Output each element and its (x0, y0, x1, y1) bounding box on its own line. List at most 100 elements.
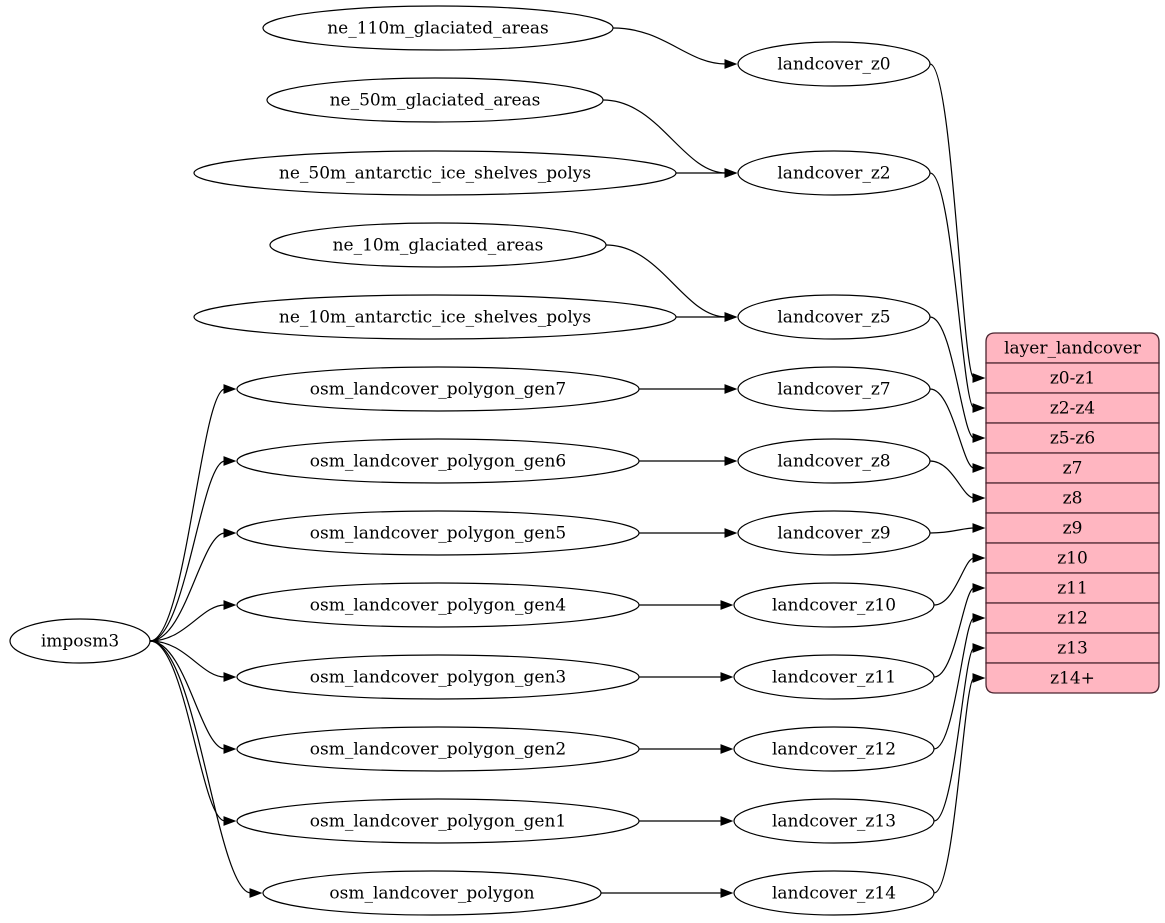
node-osm_landcover_polygon_gen3[interactable]: osm_landcover_polygon_gen3 (236, 654, 640, 700)
edge-arrowhead (724, 59, 738, 69)
edge-arrowhead (720, 600, 734, 610)
edge-path (149, 640, 226, 678)
node-ne_110m_glaciated_areas[interactable]: ne_110m_glaciated_areas (262, 5, 614, 51)
table-row-label: z7 (1063, 459, 1083, 479)
node-landcover_z9-shape (737, 510, 931, 556)
edge-landcover_z12-to-layer_landcover.z12 (933, 613, 986, 750)
edge-arrowhead (972, 553, 986, 563)
node-landcover_z13[interactable]: landcover_z13 (733, 798, 935, 844)
node-ne_50m_glaciated_areas-label: ne_50m_glaciated_areas (330, 91, 541, 111)
node-osm_landcover_polygon_gen4[interactable]: osm_landcover_polygon_gen4 (236, 582, 640, 628)
edge-landcover_z7-to-layer_landcover.z7 (929, 388, 986, 473)
edge-arrowhead (724, 456, 738, 466)
edge-path (929, 527, 975, 534)
node-osm_landcover_polygon_gen6-shape (236, 438, 640, 484)
node-landcover_z0-shape (737, 41, 931, 87)
node-osm_landcover_polygon[interactable]: osm_landcover_polygon (262, 870, 602, 916)
node-landcover_z0[interactable]: landcover_z0 (737, 41, 931, 87)
edge-arrowhead (223, 528, 237, 538)
node-landcover_z7-label: landcover_z7 (777, 380, 890, 400)
node-osm_landcover_polygon_gen6-label: osm_landcover_polygon_gen6 (310, 452, 566, 472)
edge-path (149, 640, 252, 894)
table-row-label: z13 (1057, 639, 1088, 659)
node-ne_50m_glaciated_areas-shape (266, 77, 604, 123)
edge-landcover_z10-to-layer_landcover.z10 (933, 553, 986, 606)
node-landcover_z5[interactable]: landcover_z5 (737, 294, 931, 340)
node-landcover_z9[interactable]: landcover_z9 (737, 510, 931, 556)
node-landcover_z10-label: landcover_z10 (772, 596, 896, 616)
edge-osm_landcover_polygon_gen3-to-landcover_z11 (639, 672, 734, 682)
node-landcover_z8-shape (737, 438, 931, 484)
node-landcover_z12[interactable]: landcover_z12 (733, 726, 935, 772)
node-osm_landcover_polygon_gen7[interactable]: osm_landcover_polygon_gen7 (236, 366, 640, 412)
edge-path (933, 647, 975, 822)
edge-path (149, 460, 226, 642)
node-ne_50m_antarctic_ice_shelves_polys-label: ne_50m_antarctic_ice_shelves_polys (279, 164, 591, 184)
node-osm_landcover_polygon_gen7-label: osm_landcover_polygon_gen7 (310, 380, 566, 400)
node-imposm3[interactable]: imposm3 (9, 618, 151, 664)
table-row-cell-z14+[interactable] (985, 662, 1160, 694)
edge-ne_50m_antarctic_ice_shelves_polys-to-landcover_z2 (676, 168, 738, 178)
node-ne_10m_glaciated_areas-shape (269, 222, 607, 268)
node-landcover_z13-shape (733, 798, 935, 844)
node-landcover_z10[interactable]: landcover_z10 (733, 582, 935, 628)
edge-arrowhead (223, 384, 237, 394)
edge-arrowhead (724, 168, 738, 178)
edge-ne_110m_glaciated_areas-to-landcover_z0 (612, 27, 738, 69)
node-landcover_z12-shape (733, 726, 935, 772)
edge-arrowhead (972, 373, 986, 383)
node-ne_50m_glaciated_areas[interactable]: ne_50m_glaciated_areas (266, 77, 604, 123)
edge-arrowhead (223, 744, 237, 754)
edge-osm_landcover_polygon-to-landcover_z14 (601, 888, 734, 898)
edge-arrowhead (972, 523, 986, 533)
node-ne_50m_antarctic_ice_shelves_polys[interactable]: ne_50m_antarctic_ice_shelves_polys (193, 150, 677, 196)
node-landcover_z14[interactable]: landcover_z14 (733, 870, 935, 916)
node-osm_landcover_polygon_gen2[interactable]: osm_landcover_polygon_gen2 (236, 726, 640, 772)
edge-arrowhead (223, 600, 237, 610)
edge-arrowhead (972, 613, 986, 623)
node-landcover_z2[interactable]: landcover_z2 (737, 150, 931, 196)
edge-arrowhead (972, 673, 986, 683)
edge-path (605, 244, 727, 318)
edge-path (612, 27, 727, 65)
node-ne_10m_antarctic_ice_shelves_polys[interactable]: ne_10m_antarctic_ice_shelves_polys (193, 294, 677, 340)
node-osm_landcover_polygon_gen4-shape (236, 582, 640, 628)
node-osm_landcover_polygon_gen7-shape (236, 366, 640, 412)
node-landcover_z7[interactable]: landcover_z7 (737, 366, 931, 412)
node-osm_landcover_polygon_gen3-label: osm_landcover_polygon_gen3 (310, 668, 566, 688)
node-osm_landcover_polygon_gen5-label: osm_landcover_polygon_gen5 (310, 524, 566, 544)
node-osm_landcover_polygon_gen6[interactable]: osm_landcover_polygon_gen6 (236, 438, 640, 484)
node-landcover_z9-label: landcover_z9 (777, 524, 890, 544)
edge-path (929, 316, 975, 439)
edge-path (929, 460, 975, 499)
node-osm_landcover_polygon_gen3-shape (236, 654, 640, 700)
edge-path (929, 63, 975, 379)
node-landcover_z10-shape (733, 582, 935, 628)
table-row-label: z14+ (1050, 669, 1095, 689)
table-row-label: z11 (1057, 579, 1088, 599)
node-osm_landcover_polygon_gen1[interactable]: osm_landcover_polygon_gen1 (236, 798, 640, 844)
edge-imposm3-to-osm_landcover_polygon_gen1 (149, 640, 237, 826)
edge-path (929, 388, 975, 469)
edge-path (149, 640, 226, 750)
node-landcover_z11[interactable]: landcover_z11 (733, 654, 935, 700)
node-osm_landcover_polygon_gen5[interactable]: osm_landcover_polygon_gen5 (236, 510, 640, 556)
node-landcover_z8[interactable]: landcover_z8 (737, 438, 931, 484)
edge-path (149, 532, 226, 642)
node-ne_110m_glaciated_areas-label: ne_110m_glaciated_areas (327, 19, 549, 39)
table-row-label: z2-z4 (1050, 399, 1095, 419)
node-ne_50m_antarctic_ice_shelves_polys-shape (193, 150, 677, 196)
edge-path (149, 640, 226, 822)
node-osm_landcover_polygon_gen2-label: osm_landcover_polygon_gen2 (310, 740, 566, 760)
node-imposm3-label: imposm3 (41, 632, 119, 652)
node-osm_landcover_polygon-label: osm_landcover_polygon (329, 884, 534, 904)
layer-landcover-table[interactable]: layer_landcoverz0-z1z2-z4z5-z6z7z8z9z10z… (985, 332, 1160, 694)
table-row-label: z9 (1063, 519, 1083, 539)
node-osm_landcover_polygon_gen1-shape (236, 798, 640, 844)
edge-arrowhead (720, 744, 734, 754)
node-ne_10m_antarctic_ice_shelves_polys-label: ne_10m_antarctic_ice_shelves_polys (279, 308, 591, 328)
node-ne_10m_glaciated_areas[interactable]: ne_10m_glaciated_areas (269, 222, 607, 268)
edge-arrowhead (223, 672, 237, 682)
edge-osm_landcover_polygon_gen4-to-landcover_z10 (639, 600, 734, 610)
table-row-label: z5-z6 (1050, 429, 1095, 449)
